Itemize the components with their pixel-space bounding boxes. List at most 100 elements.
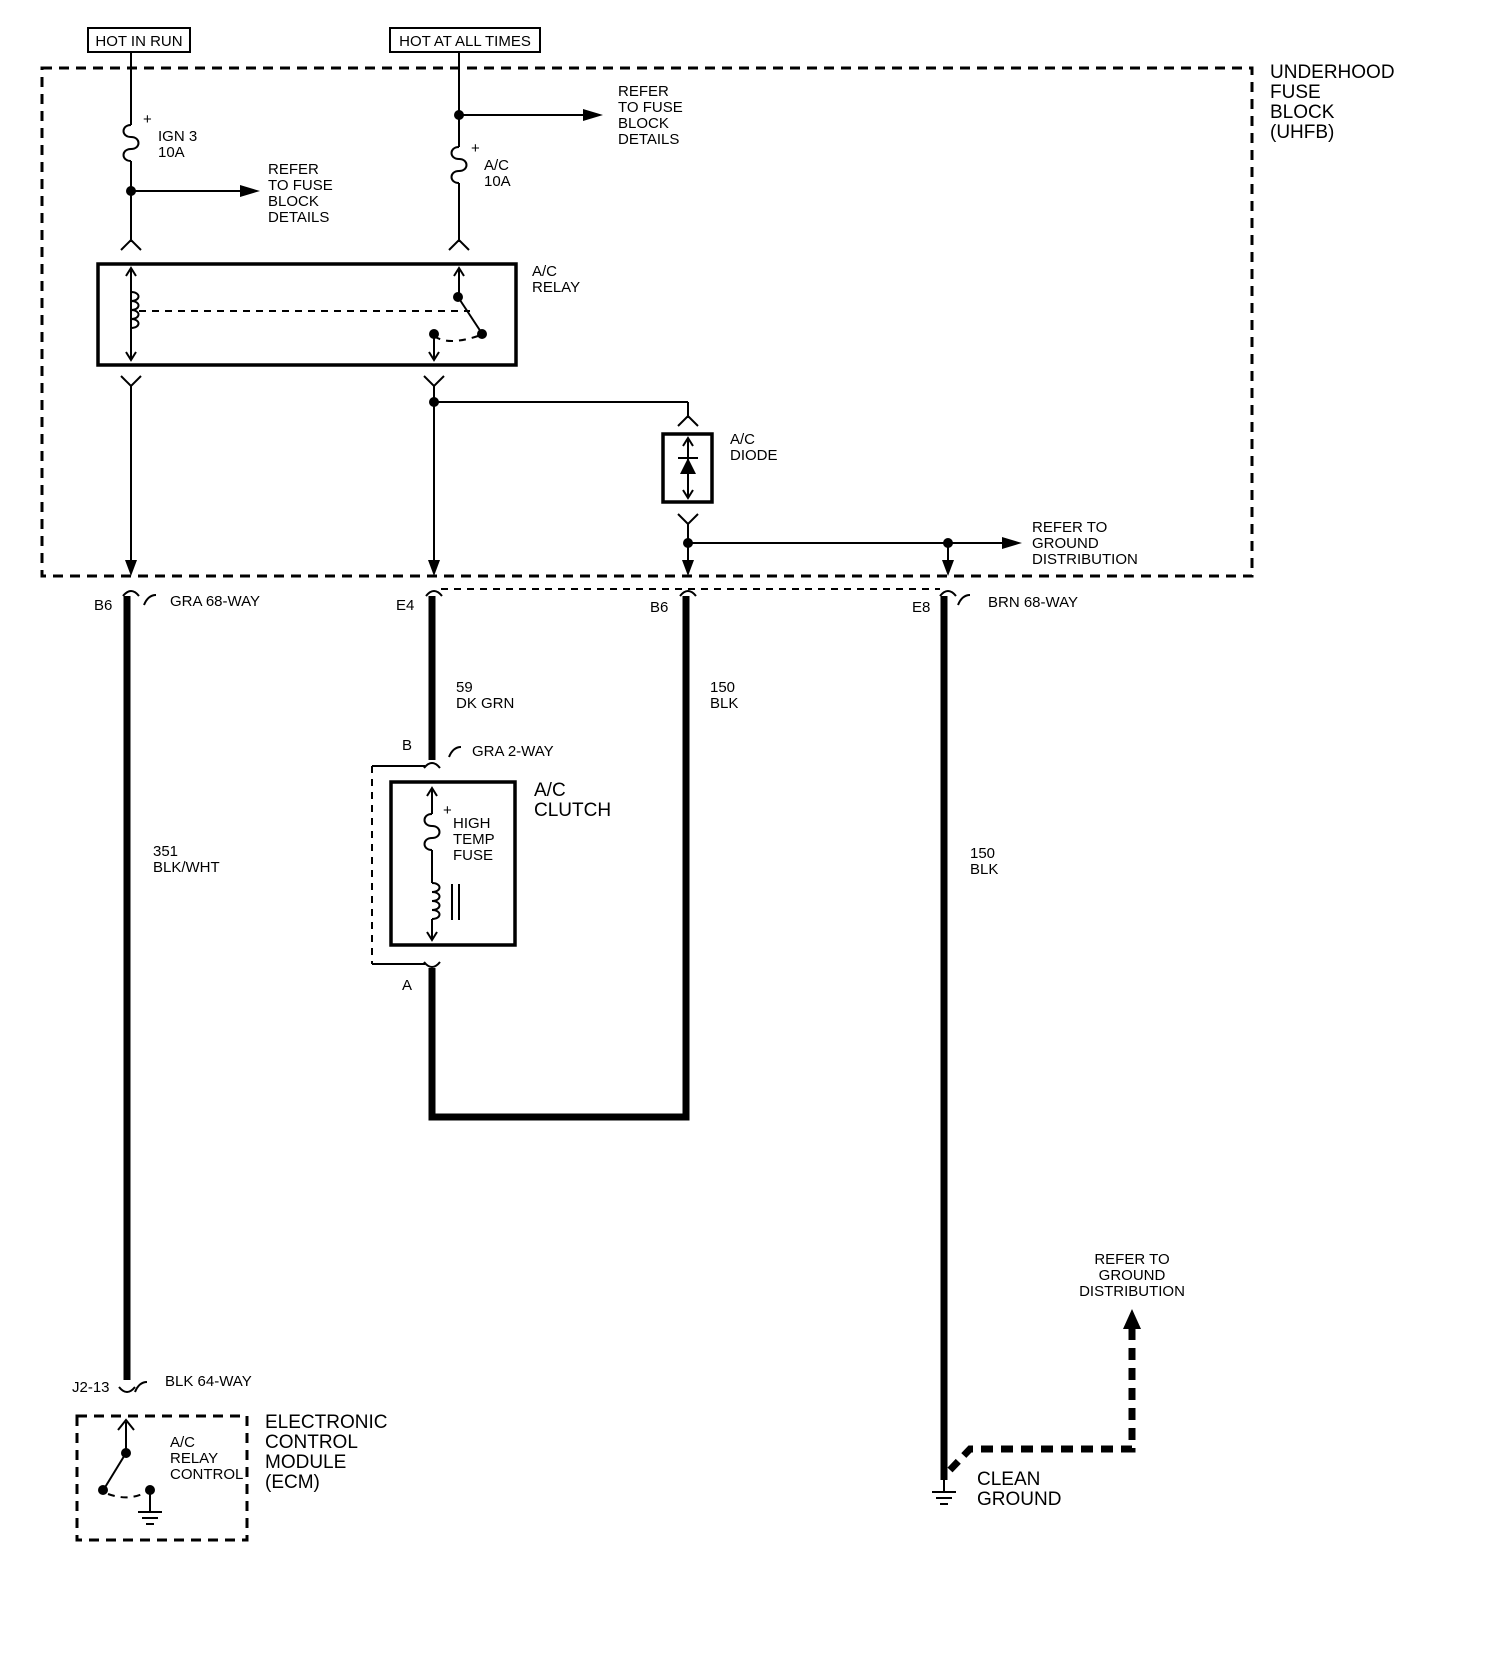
svg-text:REFER TO: REFER TO xyxy=(1094,1251,1169,1268)
svg-text:UNDERHOOD: UNDERHOOD xyxy=(1270,62,1395,83)
ac-diode: A/C DIODE xyxy=(661,431,778,504)
relay-coil-symbol xyxy=(130,291,140,329)
hot-in-run-label: HOT IN RUN xyxy=(95,33,182,50)
svg-text:MODULE: MODULE xyxy=(265,1452,346,1473)
svg-text:A/C: A/C xyxy=(170,1434,195,1451)
arrow-up-icon xyxy=(1123,1309,1141,1329)
svg-text:10A: 10A xyxy=(484,173,511,190)
svg-text:TO FUSE: TO FUSE xyxy=(618,99,683,116)
wire-351: 351 BLK/WHT xyxy=(123,596,220,1380)
svg-text:REFER: REFER xyxy=(618,83,669,100)
svg-text:BLOCK: BLOCK xyxy=(618,115,669,132)
svg-text:BLOCK: BLOCK xyxy=(1270,102,1335,123)
hot-at-all-times-label: HOT AT ALL TIMES xyxy=(399,33,531,50)
ac-clutch-label: A/C xyxy=(534,780,566,801)
svg-text:REFER: REFER xyxy=(268,161,319,178)
ac-diode-label: A/C xyxy=(730,431,755,448)
svg-text:DETAILS: DETAILS xyxy=(268,209,329,226)
svg-text:59: 59 xyxy=(456,679,473,696)
diode-icon xyxy=(680,458,696,474)
connector-chevron-icon xyxy=(120,238,142,251)
svg-text:RELAY: RELAY xyxy=(170,1450,218,1467)
svg-text:BLOCK: BLOCK xyxy=(268,193,319,210)
connector-b6-mid: B6 xyxy=(650,599,668,616)
svg-text:(ECM): (ECM) xyxy=(265,1472,320,1493)
relay-switch-arm xyxy=(457,296,482,333)
connector-clutch-a: A xyxy=(402,977,412,994)
svg-text:10A: 10A xyxy=(158,144,185,161)
svg-text:CONTROL: CONTROL xyxy=(170,1466,243,1483)
connector-chevron-icon xyxy=(677,513,699,526)
svg-text:GROUND: GROUND xyxy=(1099,1267,1166,1284)
svg-text:DISTRIBUTION: DISTRIBUTION xyxy=(1032,551,1138,568)
svg-text:GROUND: GROUND xyxy=(1032,535,1099,552)
ac-fuse-label: A/C xyxy=(484,157,509,174)
ign3-fuse-label: IGN 3 xyxy=(158,128,197,145)
arrow-right-icon xyxy=(583,109,603,121)
wire-150-clutch-ground: 150 BLK xyxy=(428,596,738,1121)
connector-chevron-icon xyxy=(677,414,699,427)
svg-text:+: + xyxy=(471,140,480,157)
svg-text:BLK: BLK xyxy=(710,695,738,712)
connector-b6-left: B6 xyxy=(94,597,112,614)
hot-at-all-times-box: HOT AT ALL TIMES xyxy=(389,27,541,53)
svg-text:FUSE: FUSE xyxy=(453,847,493,864)
connector-blk64: BLK 64-WAY xyxy=(165,1373,252,1390)
svg-text:(UHFB): (UHFB) xyxy=(1270,122,1334,143)
wire-150-ground: 150 BLK xyxy=(940,596,998,1480)
uhfb-boundary xyxy=(40,66,1254,578)
ecm-boundary xyxy=(75,1414,249,1542)
svg-text:+: + xyxy=(143,111,152,128)
ign3-circuit: + IGN 3 10A REFER TO FUSE BLOCK DETAILS xyxy=(120,52,333,251)
svg-text:HIGH: HIGH xyxy=(453,815,491,832)
svg-text:GROUND: GROUND xyxy=(977,1489,1061,1510)
svg-text:DETAILS: DETAILS xyxy=(618,131,679,148)
ac-fuse-symbol xyxy=(450,146,468,184)
svg-text:RELAY: RELAY xyxy=(532,279,580,296)
svg-text:DISTRIBUTION: DISTRIBUTION xyxy=(1079,1283,1185,1300)
svg-text:DK GRN: DK GRN xyxy=(456,695,514,712)
hot-in-run-box: HOT IN RUN xyxy=(87,27,191,53)
svg-text:CLUTCH: CLUTCH xyxy=(534,800,611,821)
svg-text:REFER TO: REFER TO xyxy=(1032,519,1107,536)
svg-text:BLK/WHT: BLK/WHT xyxy=(153,859,220,876)
uhfb-connector-68way: B6 GRA 68-WAY E4 B6 E8 BRN 68-WAY xyxy=(94,588,1078,616)
ac-clutch: B GRA 2-WAY A A/C CLUTCH + HIGH TEMP FUS… xyxy=(371,737,611,994)
svg-text:FUSE: FUSE xyxy=(1270,82,1321,103)
arrow-right-icon xyxy=(240,185,260,197)
connector-j2-13: J2-13 xyxy=(72,1379,110,1396)
svg-text:CONTROL: CONTROL xyxy=(265,1432,358,1453)
svg-text:+: + xyxy=(443,802,452,819)
connector-e4: E4 xyxy=(396,597,414,614)
ac-relay: A/C RELAY xyxy=(96,262,580,367)
svg-text:TO FUSE: TO FUSE xyxy=(268,177,333,194)
clean-ground-label: CLEAN xyxy=(977,1469,1040,1490)
svg-text:150: 150 xyxy=(970,845,995,862)
clean-ground: REFER TO GROUND DISTRIBUTION CLEAN GROUN… xyxy=(932,1251,1185,1510)
arrow-right-icon xyxy=(1002,537,1022,549)
connector-clutch-b: B xyxy=(402,737,412,754)
clutch-coil-symbol xyxy=(431,882,441,920)
svg-text:TEMP: TEMP xyxy=(453,831,495,848)
uhfb-label: UNDERHOOD FUSE BLOCK (UHFB) xyxy=(1270,62,1395,143)
svg-text:DIODE: DIODE xyxy=(730,447,778,464)
connector-brn68: BRN 68-WAY xyxy=(988,594,1078,611)
svg-text:BLK: BLK xyxy=(970,861,998,878)
svg-text:351: 351 xyxy=(153,843,178,860)
svg-text:150: 150 xyxy=(710,679,735,696)
connector-gra2: GRA 2-WAY xyxy=(472,743,554,760)
connector-chevron-icon xyxy=(120,375,142,388)
wire-59: 59 DK GRN xyxy=(428,596,514,760)
ac-fuse-circuit: + A/C 10A REFER TO FUSE BLOCK DETAILS xyxy=(448,52,683,251)
connector-chevron-icon xyxy=(423,375,445,388)
connector-chevron-icon xyxy=(448,238,470,251)
high-temp-fuse-symbol xyxy=(423,813,441,851)
connector-e8: E8 xyxy=(912,599,930,616)
ecm-switch-arm xyxy=(103,1452,127,1490)
ecm-label: ELECTRONIC xyxy=(265,1412,387,1433)
ac-relay-label: A/C xyxy=(532,263,557,280)
uhfb-internal-wiring: REFER TO GROUND DISTRIBUTION xyxy=(120,375,1138,576)
connector-gra68: GRA 68-WAY xyxy=(170,593,260,610)
ecm: J2-13 BLK 64-WAY A/C RELAY CONTROL ELECT… xyxy=(72,1373,387,1542)
